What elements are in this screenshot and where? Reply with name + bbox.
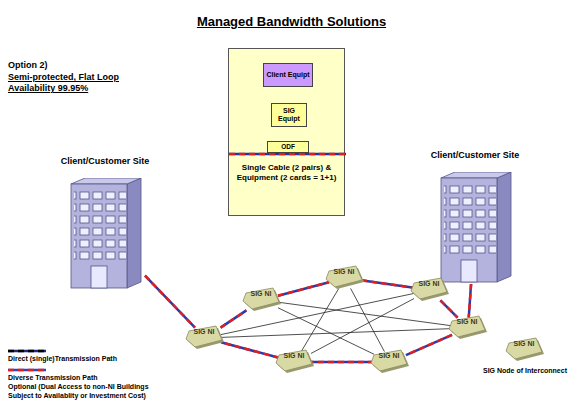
note-label: Semi-protected, Flat Loop Availability 9…: [8, 72, 138, 94]
path-line: [311, 299, 414, 354]
path-red: [311, 361, 374, 364]
connector: [406, 335, 452, 355]
equipment-box: ODF: [267, 141, 309, 153]
network-node: SIG NI SIG Node of Interconnect: [480, 337, 570, 397]
building-side: [127, 178, 141, 288]
box-label: SIG Equipt: [274, 107, 304, 123]
path-line: [301, 288, 339, 351]
legend-text: Direct (single)Transmission Path: [8, 355, 117, 362]
path-blue: [406, 335, 452, 355]
connector: [278, 302, 452, 326]
cable-red: [229, 153, 346, 156]
connector: [311, 299, 414, 354]
legend-text: Diverse Transmission Path: [8, 374, 97, 381]
building-side: [497, 172, 511, 282]
connector: [145, 276, 195, 328]
site-label: Client/Customer Site: [40, 156, 170, 166]
equipment-box: Client Equipt: [263, 63, 313, 87]
path-line: [278, 302, 452, 326]
node-face: [371, 350, 407, 371]
connector: [221, 310, 247, 327]
equipment-panel: Single Cable (2 pairs) & Equipment (2 ca…: [228, 48, 345, 216]
building-roof: [71, 178, 141, 184]
path-red: [145, 276, 195, 328]
path-blue: [469, 284, 471, 318]
path-blue: [278, 282, 329, 296]
network-node: SIG NI: [370, 349, 410, 375]
network-node: SIG NI: [275, 349, 315, 375]
network-node: SIG NI: [448, 315, 488, 341]
site-label: Client/Customer Site: [410, 150, 540, 160]
path-red: [440, 300, 457, 317]
node-label: SIG NI: [456, 318, 478, 326]
connector: [469, 284, 471, 318]
building-roof: [441, 172, 511, 178]
path-blue: [221, 342, 279, 357]
node-label: SIG NI: [513, 340, 535, 348]
connector: [351, 288, 385, 351]
node-face: [326, 266, 362, 287]
legend-sample-diverse: [8, 370, 46, 371]
connector: [311, 362, 374, 363]
panel-caption: Single Cable (2 pairs) & Equipment (2 ca…: [235, 163, 338, 183]
node-icon-box: SIG NI: [505, 337, 545, 363]
path-red: [278, 282, 329, 296]
path-blue: [361, 280, 414, 287]
node-label: SIG NI: [193, 328, 215, 336]
path-line: [278, 308, 374, 355]
path-blue: [440, 300, 457, 317]
network-node: SIG NI: [242, 287, 282, 313]
box-label: ODF: [281, 143, 295, 151]
node-face: [506, 338, 542, 359]
node-label: SIG NI: [333, 268, 355, 276]
node-caption: SIG Node of Interconnect: [480, 367, 570, 376]
node-label: SIG NI: [283, 352, 305, 360]
equipment-box: SIG Equipt: [271, 103, 307, 127]
network-node: SIG NI: [185, 325, 225, 351]
customer-site: Client/Customer Site: [40, 156, 170, 292]
connector: [278, 308, 374, 355]
building-door: [91, 266, 107, 288]
note-label: Option 2): [8, 60, 48, 70]
node-face: [276, 350, 312, 371]
path-blue: [311, 361, 374, 364]
building-icon: [435, 172, 515, 284]
node-face: [411, 278, 447, 299]
note-label: Optional (Dual Access to non-NI Building…: [8, 383, 158, 400]
node-face: [186, 326, 222, 347]
building-front: [441, 178, 497, 282]
building-door: [461, 260, 477, 282]
legend-sample-direct: [8, 351, 46, 352]
path-red: [221, 310, 247, 327]
box-label: Client Equipt: [266, 71, 309, 79]
node-face: [449, 316, 485, 337]
building-front: [71, 184, 127, 288]
cable-blue: [229, 153, 346, 156]
building-windows: [74, 188, 126, 262]
path-red: [406, 335, 452, 355]
customer-site: Client/Customer Site: [410, 150, 540, 290]
path-line: [351, 288, 385, 351]
path-red: [361, 280, 414, 287]
node-face: [243, 288, 279, 309]
path-blue: [221, 310, 247, 327]
connector: [278, 282, 329, 296]
path-red: [469, 284, 471, 318]
node-label: SIG NI: [418, 280, 440, 288]
network-node: SIG NI: [325, 265, 365, 291]
path-blue: [145, 276, 195, 328]
building-icon: [65, 178, 145, 290]
connector: [361, 280, 414, 287]
path-red: [221, 342, 279, 357]
building-windows: [444, 182, 496, 256]
connector: [221, 342, 279, 357]
node-label: SIG NI: [250, 290, 272, 298]
slide-title: Managed Bandwidth Solutions: [0, 14, 583, 29]
connector: [301, 288, 339, 351]
connector: [440, 300, 457, 317]
node-label: SIG NI: [378, 352, 400, 360]
network-node: SIG NI: [410, 277, 450, 303]
